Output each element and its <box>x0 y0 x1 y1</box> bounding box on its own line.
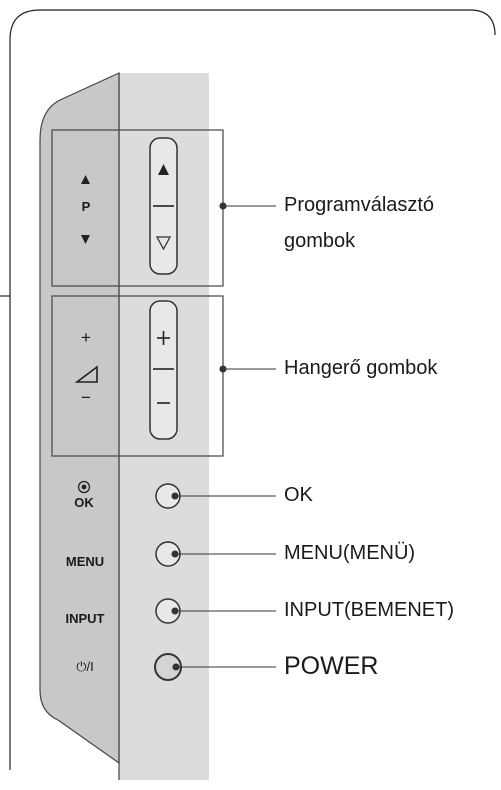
menu-callout-label: MENU(MENÜ) <box>284 542 416 564</box>
panel-side-bevel <box>39 72 120 765</box>
volume-group-box <box>51 295 224 457</box>
power-callout-label: POWER <box>284 652 379 680</box>
side-input-label: INPUT <box>65 611 105 626</box>
input-callout-label: INPUT(BEMENET) <box>284 599 454 621</box>
side-menu-label: MENU <box>65 554 105 569</box>
side-ok-label: OK <box>74 495 94 510</box>
volume-callout-label: Hangerő gombok <box>284 357 438 379</box>
side-volume-minus: − <box>81 388 91 407</box>
side-volume-plus: + <box>81 328 91 347</box>
program-down-icon <box>155 236 172 251</box>
volume-rocker-button[interactable] <box>149 300 178 440</box>
side-power-label: ⏻/I <box>76 659 94 674</box>
program-callout-label-line1: Programválasztó <box>284 194 435 216</box>
outer-frame <box>9 9 496 770</box>
volume-wedge-icon <box>74 365 98 383</box>
program-up-icon <box>158 164 169 175</box>
side-program-up-icon <box>81 175 90 184</box>
program-callout-label-line2: gombok <box>284 230 356 252</box>
ok-callout-label: OK <box>284 484 313 506</box>
side-program-label: P <box>81 199 91 214</box>
side-program-down-icon <box>81 235 90 244</box>
ok-target-dot <box>81 484 87 490</box>
ok-target-icon <box>77 480 91 494</box>
